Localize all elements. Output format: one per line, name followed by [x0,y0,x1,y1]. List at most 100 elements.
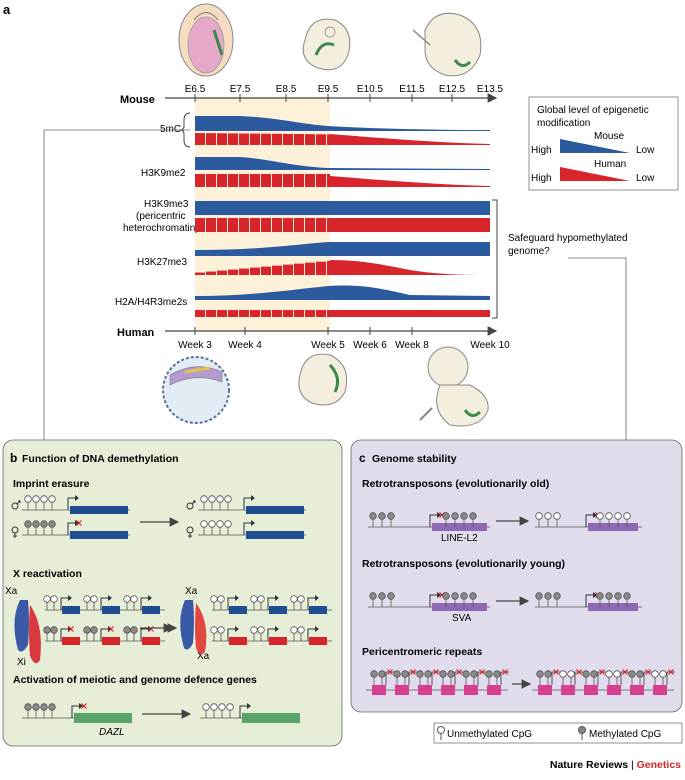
tss-arrow [385,671,394,685]
h3k27me3-human-bar [250,267,260,275]
methylated-cpg-icon [387,592,395,600]
h3k9me3-human-bar [228,218,238,232]
tss-arrow [140,628,148,641]
imprint-gene-blue [246,531,304,539]
h3k9me2-human-bar [206,174,216,187]
tss-arrowhead [235,626,239,632]
h3k9me2-human-bar [272,174,282,187]
tss-arrowhead [247,703,251,709]
methylated-cpg-icon [50,626,58,634]
h2a-human-bar [217,310,227,317]
unmethylated-cpg-icon [614,512,622,520]
legend-title-line1: Global level of epigenetic [537,105,649,116]
h3k27me3-human-bar [217,270,227,275]
unmethylated-cpg-icon [559,670,567,678]
h3k9me2-mouse-profile [195,157,490,170]
tss-arrow [60,597,68,610]
h3k9me2-human-bar [305,174,315,187]
retrotransposon-element [432,603,487,611]
unmethylated-cpg-icon [290,595,298,603]
tss-arrow [307,597,315,610]
retro-old-heading: Retrotransposons (evolutionarily old) [362,478,549,490]
unmethylated-cpg-icon [623,512,631,520]
methylated-cpg-label: Methylated CpG [589,729,661,740]
repression-x-icon [599,669,605,675]
panel-c-letter: c [359,451,366,465]
pericentromeric-repeat [372,685,386,695]
unmethylated-cpg-icon [297,626,305,634]
tss-arrow [243,497,251,510]
tss-arrowhead [75,520,79,526]
tss-arrow [477,671,486,685]
methylated-cpg-icon [460,512,468,520]
methylated-cpg-icon [130,626,138,634]
5mc-human-bar [294,134,304,145]
methylated-cpg-icon [439,670,447,678]
pericentromeric-heading: Pericentromeric repeats [362,646,482,658]
xi-label: Xi [17,657,26,668]
unmethylated-cpg-icon [535,512,543,520]
repression-x-icon [76,520,82,526]
unmethylated-cpg-icon [651,670,659,678]
methylated-cpg-icon [578,726,586,740]
tss-arrow [100,628,108,641]
methylated-cpg-icon [43,626,51,634]
pericentromeric-repeat [441,685,455,695]
unmethylated-cpg-icon [200,495,208,503]
methylated-cpg-icon [596,592,604,600]
imprint-gene-blue [70,531,128,539]
embryo-e65-drawing [178,3,234,77]
5mc-human-bar [239,133,249,145]
methylated-cpg-icon [536,670,544,678]
methylated-cpg-icon [590,670,598,678]
human-axis-label: Human [117,327,155,339]
methylated-cpg-icon [442,592,450,600]
h3k27me3-human-profile [330,260,490,275]
safeguard-label-line1: Safeguard hypomethylated [508,233,628,244]
unmethylated-cpg-icon [90,595,98,603]
h2a-human-bar [250,310,260,317]
unmethylated-cpg-icon [250,595,258,603]
pericentromeric-repeat [561,685,575,695]
h3k9me3-human-bar [294,218,304,232]
mark-h3k9me3-label: H3K9me3 [144,199,189,210]
methylated-cpg-icon [24,520,32,528]
methylated-cpg-icon [442,512,450,520]
h3k9me2-human-bar [250,174,260,187]
h3k27me3-mouse-profile [195,242,490,256]
tss-arrow [267,597,275,610]
methylated-cpg-icon [485,670,493,678]
retrotransposon-element [588,603,638,611]
x-linked-gene [309,606,327,614]
panel-c-title: Genome stability [372,453,457,465]
5mc-human-bar [327,134,330,145]
retrotransposon-element [432,523,487,531]
unmethylated-cpg-icon [544,512,552,520]
h3k9me2-human-bar [228,174,238,187]
mouse-stage-label: E12.5 [439,84,466,95]
h3k27me3-human-bar [327,260,330,275]
methylated-cpg-icon [628,670,636,678]
tss-arrow [239,705,247,718]
h3k9me2-human-bar [239,174,249,187]
chromosome-xa-xa-right [180,600,207,655]
tss-arrowhead [315,595,319,601]
panel-b-title: Function of DNA demethylation [22,453,179,465]
unmethylated-cpg-icon [216,520,224,528]
pericentromeric-repeat [538,685,552,695]
tss-arrowhead [79,703,83,709]
unmethylated-cpg-icon [32,495,40,503]
tss-arrow [429,594,437,607]
mouse-axis-label: Mouse [120,94,155,106]
methylated-cpg-icon [387,512,395,520]
h3k9me3-human-bar [272,218,282,232]
legend-human-high: High [531,173,552,184]
tss-arrow [454,671,463,685]
unmethylated-cpg-icon [83,595,91,603]
h3k27me3-human-bar [305,262,315,275]
panel-b-letter: b [10,451,17,465]
unmethylated-cpg-icon [40,495,48,503]
tss-arrowhead [275,595,279,601]
h3k9me3-human-bar [316,218,326,232]
